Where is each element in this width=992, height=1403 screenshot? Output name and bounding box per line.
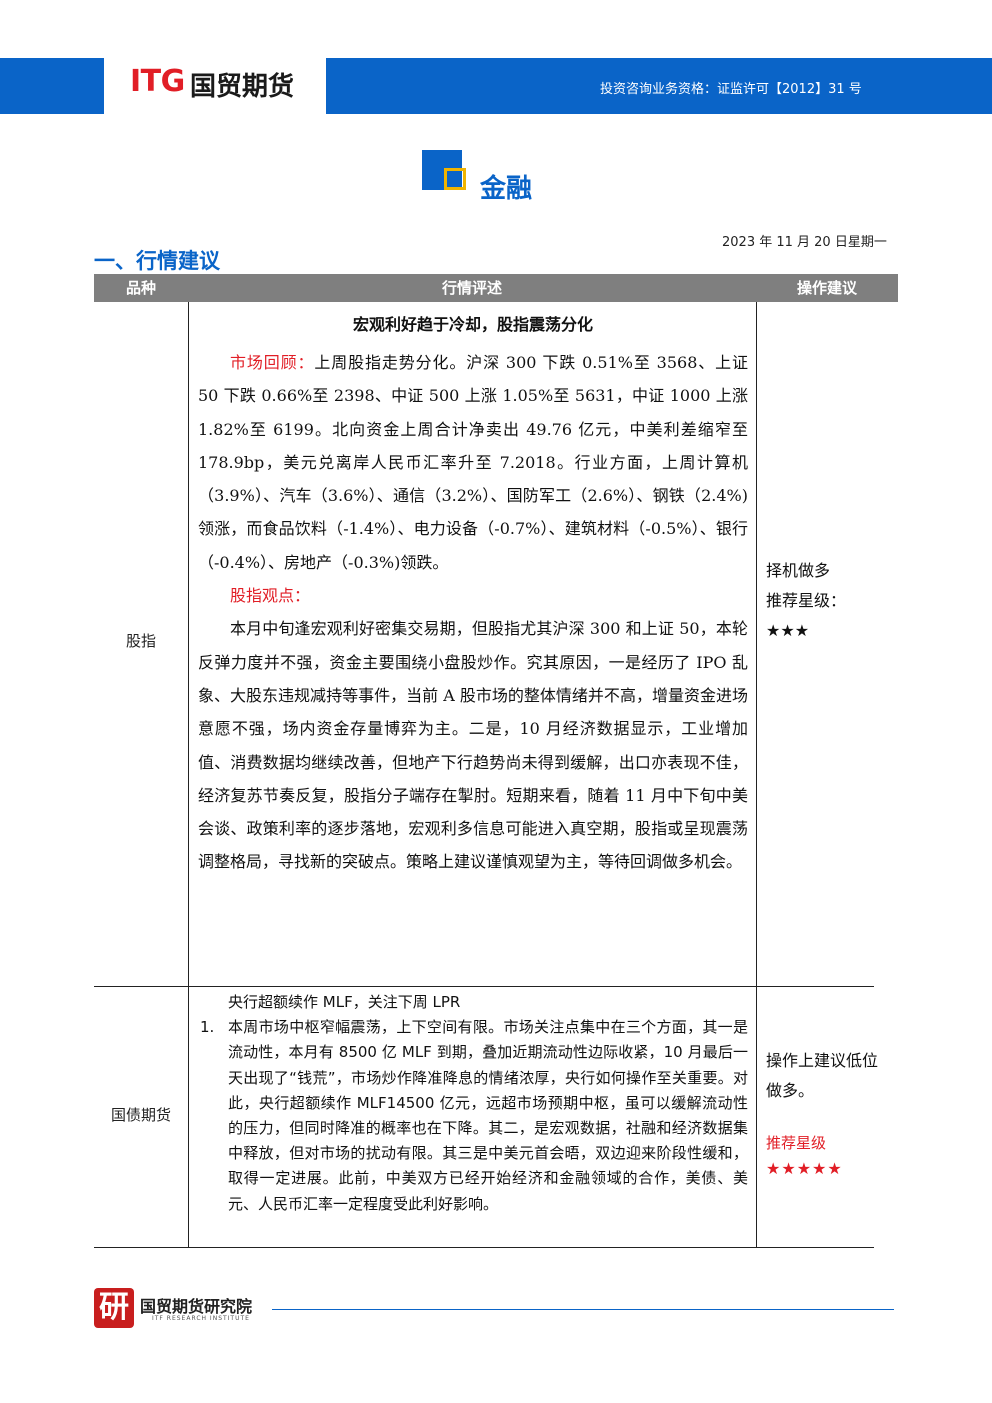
section-square-outline-icon bbox=[444, 168, 466, 190]
rating-label: 推荐星级 bbox=[766, 1134, 827, 1152]
market-review-label: 市场回顾： bbox=[230, 353, 315, 372]
review-title: 央行超额续作 MLF，关注下周 LPR bbox=[228, 993, 461, 1011]
row-name-stock-index: 股指 bbox=[125, 632, 156, 650]
review-stock-index: 宏观利好趋于冷却，股指震荡分化 市场回顾：上周股指走势分化。沪深 300 下跌 … bbox=[198, 310, 748, 879]
advice-table: 品种 行情评述 操作建议 股指 宏观利好趋于冷却，股指震荡分化 市场回顾：上周股… bbox=[94, 274, 898, 1248]
row-name-treasury-futures: 国债期货 bbox=[110, 1106, 171, 1124]
heading-market-advice: 一、行情建议 bbox=[94, 249, 220, 273]
header-variety: 品种 bbox=[125, 279, 156, 297]
footer-org-english: ITF RESEARCH INSTITUTE bbox=[152, 1315, 250, 1322]
header-advice: 操作建议 bbox=[796, 279, 857, 297]
advice-stock-index: 择机做多 推荐星级： ★★★ bbox=[766, 556, 886, 646]
list-item-number: 1. bbox=[200, 1018, 215, 1037]
rating-label: 推荐星级： bbox=[766, 591, 847, 610]
review-title: 宏观利好趋于冷却，股指震荡分化 bbox=[352, 315, 593, 334]
view-label: 股指观点： bbox=[230, 586, 311, 606]
list-item: 1. 本周市场中枢窄幅震荡，上下空间有限。市场关注点集中在三个方面，其一是流动性… bbox=[198, 1015, 748, 1217]
advice-treasury-futures: 操作上建议低位做多。 推荐星级 ★★★★★ bbox=[766, 1046, 886, 1180]
logo-itg: ITG bbox=[130, 64, 185, 99]
row-divider bbox=[94, 986, 874, 987]
logo-box bbox=[104, 58, 326, 114]
view-label-paragraph: 股指观点： bbox=[198, 579, 748, 612]
header-review: 行情评述 bbox=[441, 279, 502, 297]
section-title: 金融 bbox=[480, 174, 533, 204]
market-review-text: 上周股指走势分化。沪深 300 下跌 0.51%至 3568、上证 50 下跌 … bbox=[198, 353, 748, 572]
col-divider bbox=[756, 302, 757, 1248]
review-treasury-futures: 央行超额续作 MLF，关注下周 LPR 1. 本周市场中枢窄幅震荡，上下空间有限… bbox=[198, 990, 748, 1217]
advice-text: 择机做多 bbox=[766, 561, 831, 580]
rating-stars: ★★★★★ bbox=[766, 1159, 843, 1178]
col-divider bbox=[188, 302, 189, 1248]
research-seal-icon: 研 bbox=[94, 1288, 134, 1328]
advice-text: 操作上建议低位做多。 bbox=[766, 1051, 879, 1100]
row-divider bbox=[94, 1247, 874, 1248]
footer-divider bbox=[272, 1309, 894, 1310]
logo-company-name: 国贸期货 bbox=[190, 72, 295, 102]
rating-stars: ★★★ bbox=[766, 621, 810, 640]
market-review-paragraph: 市场回顾：上周股指走势分化。沪深 300 下跌 0.51%至 3568、上证 5… bbox=[198, 346, 748, 579]
license-text: 投资咨询业务资格：证监许可【2012】31 号 bbox=[600, 82, 862, 97]
view-paragraph: 本月中旬逢宏观利好密集交易期，但股指尤其沪深 300 和上证 50，本轮反弹力度… bbox=[198, 619, 748, 872]
table-header: 品种 行情评述 操作建议 bbox=[94, 274, 898, 302]
list-item-text: 本周市场中枢窄幅震荡，上下空间有限。市场关注点集中在三个方面，其一是流动性，本月… bbox=[228, 1018, 748, 1213]
report-date: 2023 年 11 月 20 日星期一 bbox=[722, 235, 887, 250]
footer-org-name: 国贸期货研究院 bbox=[140, 1297, 253, 1316]
